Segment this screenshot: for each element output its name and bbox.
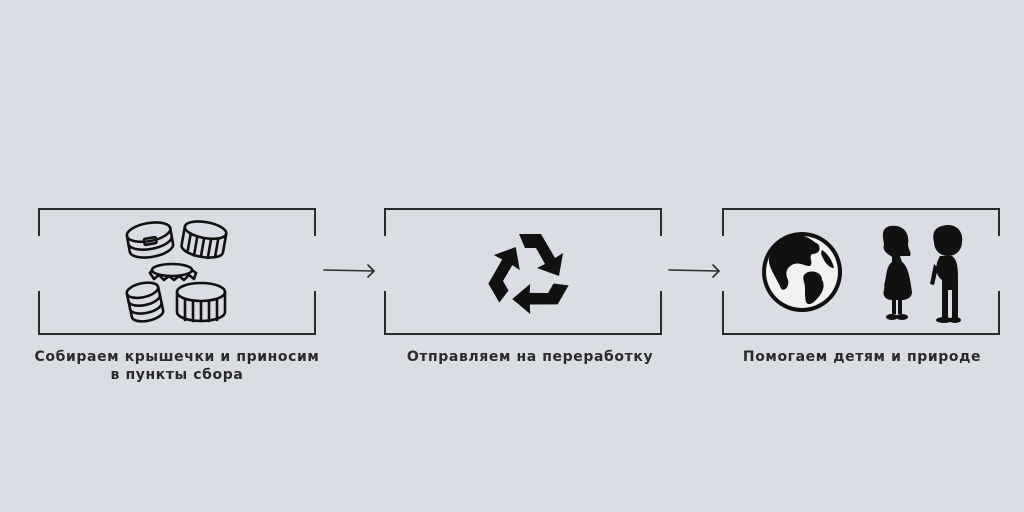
girl-silhouette-icon bbox=[882, 225, 912, 320]
step-3-frame bbox=[722, 208, 1000, 335]
globe-and-children-icon bbox=[762, 224, 963, 323]
boy-silhouette-icon bbox=[930, 224, 963, 323]
bottle-caps-icon bbox=[125, 220, 228, 323]
recycle-icon bbox=[488, 234, 569, 314]
step-3-label: Помогаем детям и природе bbox=[742, 349, 982, 365]
arrow-right-icon bbox=[668, 264, 721, 278]
step-2-label: Отправляем на переработку bbox=[406, 349, 654, 365]
step-2-frame bbox=[384, 208, 662, 335]
step-1-frame bbox=[38, 208, 316, 335]
globe-icon bbox=[762, 232, 842, 312]
step-1-label: Собираем крышечки и приносим в пункты сб… bbox=[34, 349, 320, 383]
arrow-right-icon bbox=[323, 264, 376, 278]
